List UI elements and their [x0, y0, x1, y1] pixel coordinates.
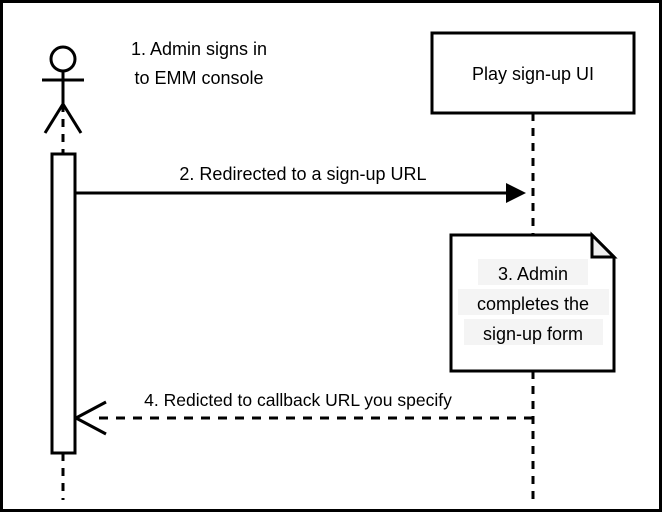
step-4-arrowhead-icon — [75, 400, 107, 436]
step-3-note-line-1: 3. Admin — [498, 264, 568, 284]
note-fold-icon — [590, 231, 618, 259]
step-2-arrowhead-icon — [506, 183, 526, 203]
actor-left-leg-icon — [43, 103, 65, 134]
note-line-3-highlight — [464, 319, 603, 345]
sequence-diagram: 1. Admin signs in to EMM console Play si… — [42, 31, 636, 500]
note-line-2-highlight — [458, 289, 609, 315]
step-4-message-label: 4. Redicted to callback URL you specify — [144, 390, 452, 410]
note-line-1-highlight — [478, 259, 588, 285]
step-2-message-label: 2. Redirected to a sign-up URL — [179, 164, 426, 184]
step-1-label-line-2: to EMM console — [134, 68, 263, 88]
participant-label-play-signup-ui: Play sign-up UI — [472, 64, 594, 84]
actor-stick-figure-icon — [42, 45, 84, 134]
step-3-note-line-3: sign-up form — [483, 324, 583, 344]
step-3-note[interactable]: 3. Admin completes the sign-up form — [449, 231, 618, 373]
step-3-note-line-2: completes the — [477, 294, 589, 314]
actor-activation-bar — [50, 152, 77, 455]
actor-right-leg-icon — [61, 103, 83, 134]
step-1-label-line-1: 1. Admin signs in — [131, 39, 267, 59]
actor-head-icon — [49, 45, 77, 73]
